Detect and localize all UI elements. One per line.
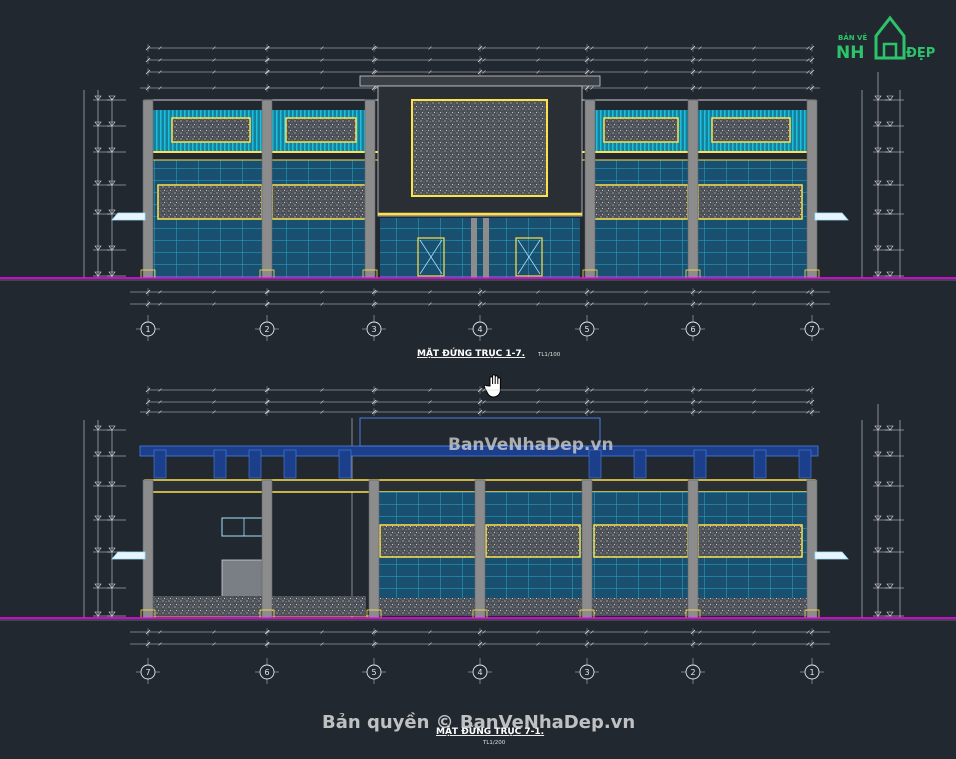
axis-label: 4 <box>477 325 482 334</box>
bottom-elevation-title: MẶT ĐỨNG TRỤC 7-1. <box>436 725 544 737</box>
top-left-level-markers <box>83 90 113 278</box>
bottom-plinth <box>152 596 366 616</box>
top-left-canopy <box>111 212 146 221</box>
bottom-sign-panel <box>379 524 477 558</box>
logo-top-text: BẢN VẼ <box>838 32 867 42</box>
top-sign-panel <box>285 117 357 143</box>
bottom-level-symbols <box>93 425 904 617</box>
top-elevation-scale: TL1/100 <box>537 352 561 358</box>
axis-label: 6 <box>264 668 269 677</box>
axis-label: 3 <box>371 325 376 334</box>
top-axis-markers: 1 2 3 4 5 6 7 <box>136 315 824 341</box>
top-sign-panel <box>603 117 679 143</box>
top-center-entrance <box>380 218 580 278</box>
axis-bubble <box>259 664 275 680</box>
axis-label: 4 <box>477 668 482 677</box>
bottom-left-level-markers <box>83 418 353 618</box>
top-columns <box>140 99 820 279</box>
axis-bubble <box>804 664 820 680</box>
brand-logo: BẢN VẼ NH ĐẸP <box>836 15 935 63</box>
top-door <box>515 237 543 277</box>
axis-label: 5 <box>584 325 589 334</box>
bottom-sign-panel <box>593 524 689 558</box>
house-logo-icon <box>874 15 906 60</box>
top-sign-panel <box>593 184 689 220</box>
axis-bubble <box>579 664 595 680</box>
axis-label: 2 <box>690 668 695 677</box>
bottom-center-roof <box>359 417 601 447</box>
axis-label: 1 <box>145 325 150 334</box>
bottom-axis-markers: 7 6 5 4 3 2 1 <box>136 658 824 684</box>
axis-bubble <box>366 664 382 680</box>
top-sign-panel <box>697 184 803 220</box>
top-elevation: 1 2 3 4 5 6 7 MẶT ĐỨNG TRỤC 1-7. TL1/100 <box>0 44 956 359</box>
axis-label: 5 <box>371 668 376 677</box>
axis-bubble <box>685 321 701 337</box>
top-elevation-title: MẶT ĐỨNG TRỤC 1-7. <box>417 347 525 359</box>
axis-label: 7 <box>145 668 150 677</box>
axis-label: 7 <box>809 325 814 334</box>
bottom-right-canopy <box>814 551 849 560</box>
bottom-dimension-ticks <box>145 386 815 416</box>
axis-bubble <box>259 321 275 337</box>
top-dimension-ticks <box>145 44 815 92</box>
top-center-roof <box>359 75 601 87</box>
bottom-elevation-scale: TL1/200 <box>482 740 506 746</box>
axis-label: 1 <box>809 668 814 677</box>
top-bottom-dimension-ticks <box>145 288 815 308</box>
center-watermark: BanVeNhaDep.vn <box>448 435 614 455</box>
logo-main-right: ĐẸP <box>906 46 935 61</box>
axis-bubble <box>472 664 488 680</box>
axis-bubble <box>472 321 488 337</box>
bottom-elevation: 7 6 5 4 3 2 1 MẶT ĐỨNG TRỤC 7-1. TL1/200 <box>0 386 956 746</box>
top-level-symbols <box>93 95 904 277</box>
axis-bubble <box>140 664 156 680</box>
axis-label: 3 <box>584 668 589 677</box>
logo-main-left: NH <box>836 43 864 63</box>
axis-label: 2 <box>264 325 269 334</box>
top-sign-panel <box>711 117 791 143</box>
bottom-left-canopy <box>111 551 146 560</box>
top-sign-panel <box>271 184 367 220</box>
axis-bubble <box>366 321 382 337</box>
axis-label: 6 <box>690 325 695 334</box>
top-center-sign <box>411 99 548 197</box>
bottom-sign-panel <box>697 524 803 558</box>
axis-bubble <box>685 664 701 680</box>
bottom-right-level-markers <box>861 404 901 618</box>
hand-cursor-icon <box>483 374 501 398</box>
bottom-sign-panel <box>485 524 581 558</box>
top-sign-panel <box>171 117 251 143</box>
bottom-roof-brackets <box>153 449 812 479</box>
top-right-level-markers <box>861 72 901 278</box>
copyright-watermark: Bản quyền © BanVeNhaDep.vn <box>322 712 635 733</box>
top-sign-panel <box>157 184 263 220</box>
bottom-bottom-dimension-ticks <box>145 628 815 648</box>
axis-bubble <box>140 321 156 337</box>
axis-bubble <box>804 321 820 337</box>
top-right-canopy <box>814 212 849 221</box>
axis-bubble <box>579 321 595 337</box>
top-door <box>417 237 445 277</box>
